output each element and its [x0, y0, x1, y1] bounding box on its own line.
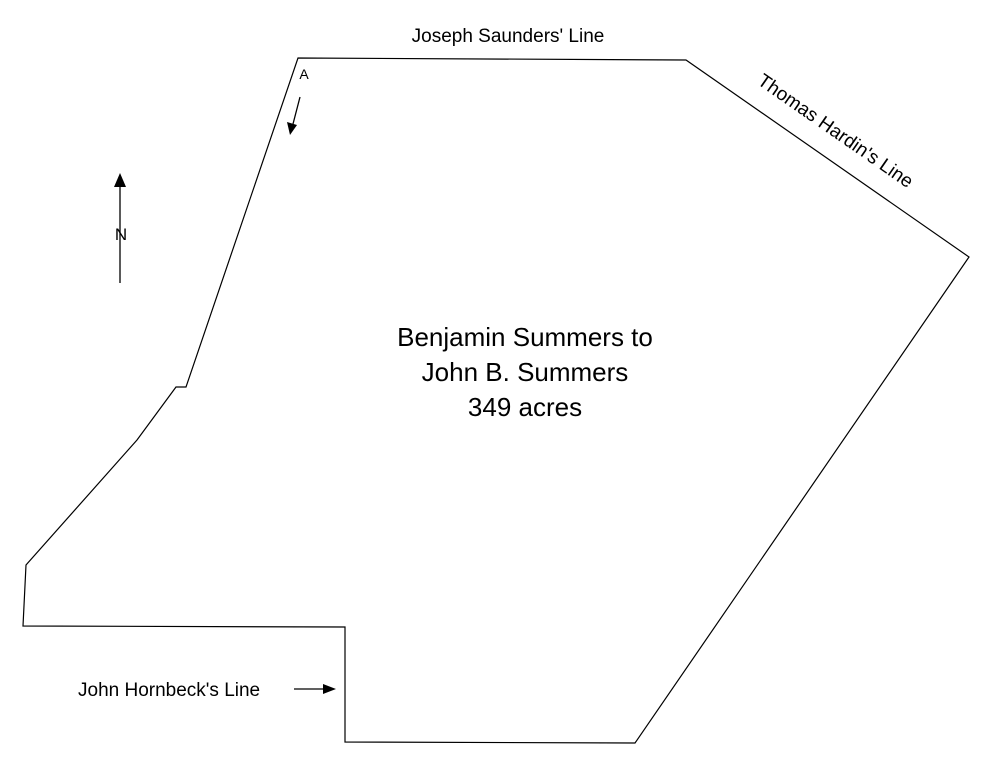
corner-a-arrow-shaft [292, 96, 301, 125]
boundary-label-bottom-left: John Hornbeck's Line [78, 680, 260, 701]
parcel-boundary [22, 57, 970, 744]
north-arrow: N [114, 173, 127, 283]
corner-a-arrow-head [287, 122, 297, 135]
parcel-title: Benjamin Summers to John B. Summers 349 … [397, 322, 653, 422]
parcel-grantor-line: Benjamin Summers to [397, 322, 653, 352]
corner-a-marker: A [287, 66, 309, 135]
bottom-left-arrow-head [323, 684, 336, 694]
parcel-area-line: 349 acres [468, 392, 582, 422]
boundary-label-top: Joseph Saunders' Line [412, 26, 605, 47]
parcel-grantee-line: John B. Summers [422, 357, 629, 387]
corner-label: A [299, 66, 309, 82]
boundary-label-top-right: Thomas Hardin's Line [754, 70, 917, 192]
north-label: N [115, 225, 127, 244]
north-arrow-head [114, 173, 126, 187]
boundary-label-bottom-left-group: John Hornbeck's Line [78, 680, 336, 701]
